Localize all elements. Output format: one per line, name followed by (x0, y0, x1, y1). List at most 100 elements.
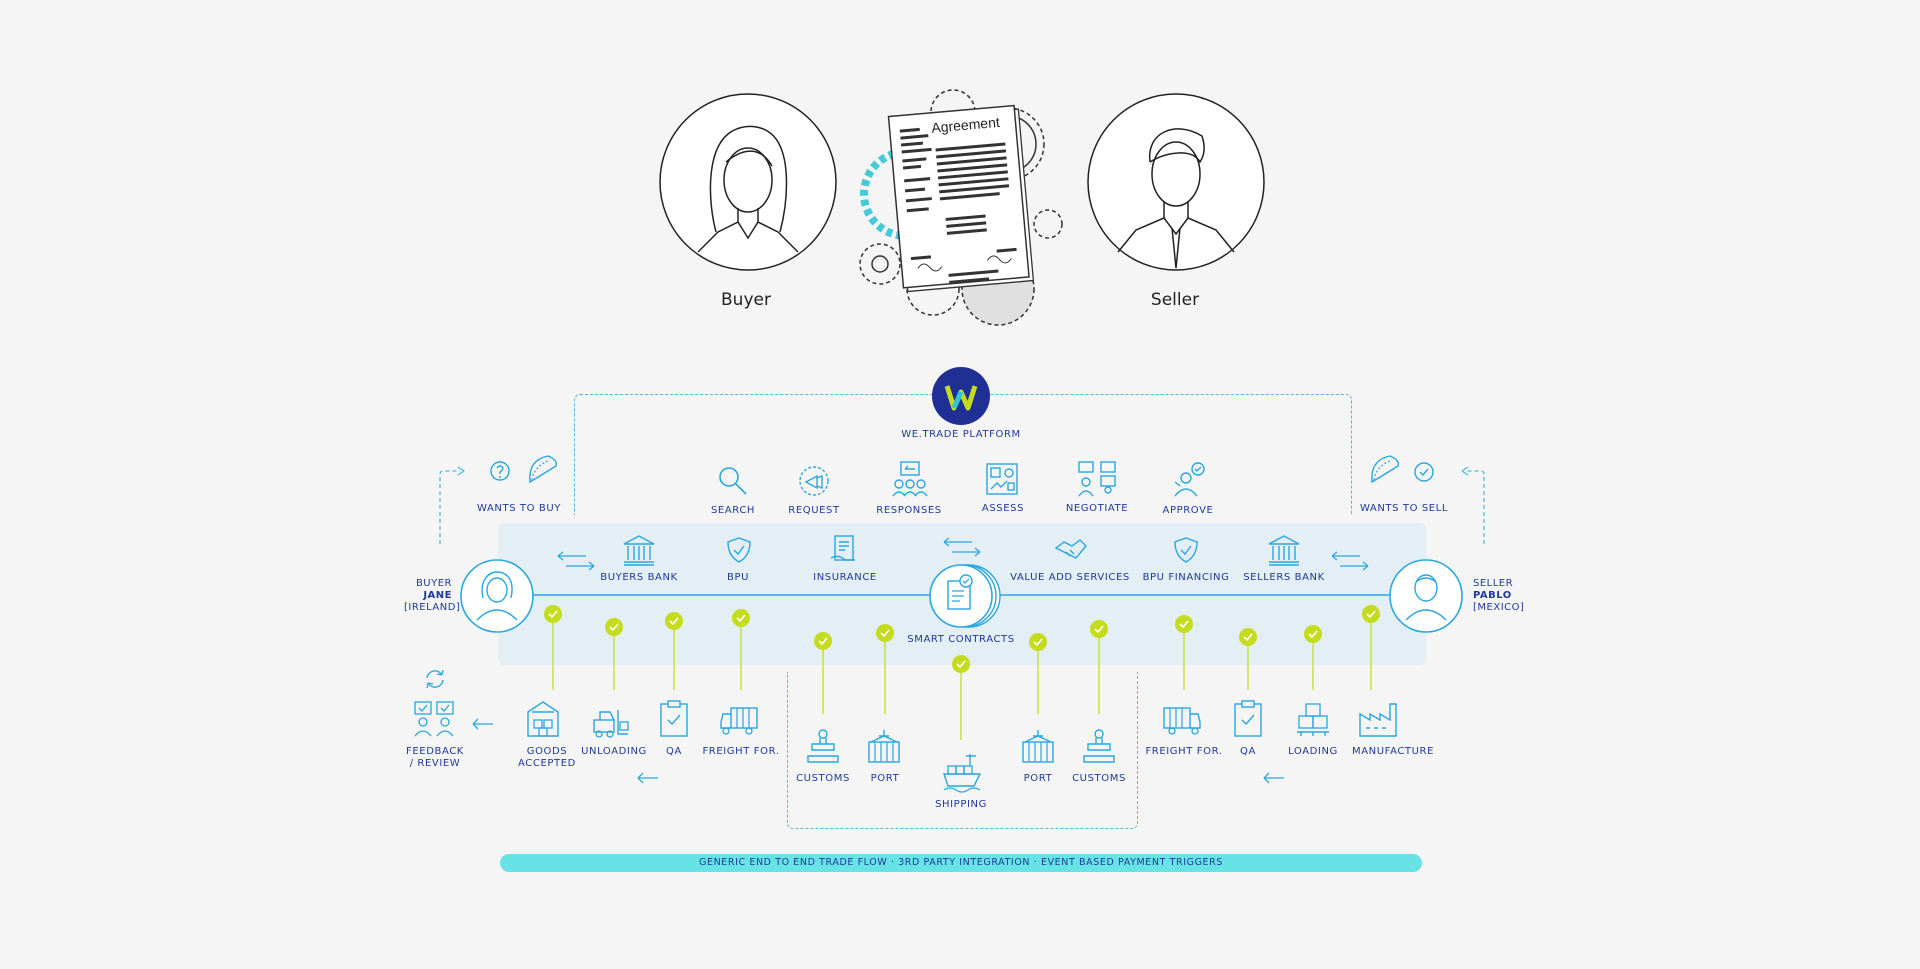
wants-to-sell-label: WANTS TO SELL (1359, 503, 1449, 514)
insurance-icon[interactable] (829, 534, 859, 566)
band-bpu-financing[interactable]: BPU FINANCING (1142, 572, 1230, 583)
freight-truck-icon (720, 707, 758, 735)
step-port-2: PORT (1023, 773, 1053, 784)
action-request[interactable]: REQUEST (788, 505, 840, 516)
qa-clipboard-icon (1234, 700, 1262, 737)
band-sellers-bank[interactable]: SELLERS BANK (1243, 572, 1325, 583)
seller-avatar-icon[interactable] (1388, 558, 1464, 634)
seller-name: PABLO (1473, 590, 1512, 601)
arrow-left-icon (472, 718, 493, 730)
check-badge-icon (1090, 620, 1108, 638)
step-freight-right: FREIGHT FOR. (1145, 746, 1223, 757)
action-negotiate[interactable]: NEGOTIATE (1065, 503, 1129, 514)
check-badge-icon (1029, 633, 1047, 651)
port-container-icon (1022, 730, 1054, 763)
check-badge-icon (814, 632, 832, 650)
assess-chart-icon[interactable] (985, 462, 1019, 496)
band-bpu[interactable]: BPU (726, 572, 750, 583)
check-mark-icon (818, 637, 828, 646)
check-badge-icon (952, 655, 970, 673)
buyer-label: Buyer (721, 290, 771, 310)
shipping-ship-icon (943, 754, 982, 793)
buyer-portrait-icon (659, 93, 837, 271)
customs-stamp-icon (1083, 729, 1115, 763)
approve-icon[interactable] (1171, 460, 1207, 498)
refresh-icon (426, 669, 444, 689)
loading-boxes-icon (1297, 703, 1329, 736)
exchange-arrows-icon (557, 551, 595, 571)
step-port-1: PORT (870, 773, 900, 784)
check-badge-icon (544, 605, 562, 623)
feedback-review-label: FEEDBACK / REVIEW (406, 746, 464, 769)
arrow-left-icon (637, 772, 658, 784)
buyers-bank-icon[interactable] (622, 534, 656, 566)
step-loading: LOADING (1288, 746, 1338, 757)
check-badge-icon (876, 624, 894, 642)
check-mark-icon (736, 614, 746, 623)
band-insurance[interactable]: INSURANCE (813, 572, 877, 583)
step-freight-left: FREIGHT FOR. (702, 746, 780, 757)
question-icon (490, 461, 510, 481)
buy-arrow-icon (439, 466, 465, 544)
responses-icon[interactable] (891, 460, 929, 498)
check-mark-icon (880, 629, 890, 638)
wants-to-buy-label: WANTS TO BUY (477, 503, 561, 514)
check-badge-icon (1239, 628, 1257, 646)
search-icon[interactable] (716, 464, 750, 498)
check-mark-icon (1094, 625, 1104, 634)
taco-icon-sell (1371, 455, 1400, 484)
seller-country: [MEXICO] (1473, 602, 1525, 613)
check-mark-icon (1033, 638, 1043, 647)
check-mark-icon (669, 617, 679, 626)
check-mark-icon (1179, 620, 1189, 629)
check-mark-icon (1366, 610, 1376, 619)
check-mark-icon (548, 610, 558, 619)
sellers-bank-icon[interactable] (1267, 534, 1301, 566)
sell-arrow-icon (1461, 466, 1485, 544)
value-add-handshake-icon[interactable] (1054, 534, 1088, 566)
seller-portrait-icon (1087, 93, 1265, 271)
buyer-avatar-icon[interactable] (459, 558, 535, 634)
exchange-arrows-icon (1331, 551, 1369, 571)
step-customs-2: CUSTOMS (1072, 773, 1126, 784)
unloading-forklift-icon (593, 710, 629, 738)
step-goods-accepted: GOODS ACCEPTED (518, 746, 576, 769)
buyer-country: [IRELAND] (404, 602, 461, 613)
smart-contracts-label[interactable]: SMART CONTRACTS (907, 634, 1015, 645)
bpu-financing-shield-icon[interactable] (1173, 536, 1199, 564)
negotiate-icon[interactable] (1077, 460, 1117, 498)
step-shipping: SHIPPING (935, 799, 987, 810)
request-megaphone-icon[interactable] (797, 464, 831, 498)
summary-bar: GENERIC END TO END TRADE FLOW · 3RD PART… (500, 854, 1422, 872)
port-container-icon (868, 730, 900, 763)
bpu-shield-icon[interactable] (726, 536, 752, 564)
check-badge-icon (665, 612, 683, 630)
step-unloading: UNLOADING (581, 746, 647, 757)
taco-icon-buy (529, 455, 558, 484)
feedback-review-icon (414, 701, 454, 737)
step-qa-right: QA (1240, 746, 1256, 757)
check-mark-icon (1243, 633, 1253, 642)
band-value-add[interactable]: VALUE ADD SERVICES (1010, 572, 1130, 583)
action-assess[interactable]: ASSESS (981, 503, 1025, 514)
check-mark-icon (609, 623, 619, 632)
buyer-name: JANE (423, 590, 452, 601)
action-approve[interactable]: APPROVE (1162, 505, 1214, 516)
freight-truck-icon (1163, 707, 1201, 735)
agreement-document-icon: Agreement (887, 104, 1035, 293)
agreement-title: Agreement (931, 114, 1001, 136)
buyer-role: BUYER (415, 578, 452, 589)
seller-label: Seller (1150, 290, 1200, 310)
check-mark-icon (956, 660, 966, 669)
goods-accepted-warehouse-icon (527, 701, 559, 737)
action-search[interactable]: SEARCH (710, 505, 756, 516)
check-badge-icon (732, 609, 750, 627)
step-customs-1: CUSTOMS (796, 773, 850, 784)
check-badge-icon (1175, 615, 1193, 633)
exchange-arrows-icon (943, 537, 981, 557)
action-responses[interactable]: RESPONSES (876, 505, 942, 516)
shipping-boundary (787, 672, 1138, 829)
smart-contracts-icon[interactable] (928, 561, 1002, 631)
band-buyers-bank[interactable]: BUYERS BANK (600, 572, 678, 583)
